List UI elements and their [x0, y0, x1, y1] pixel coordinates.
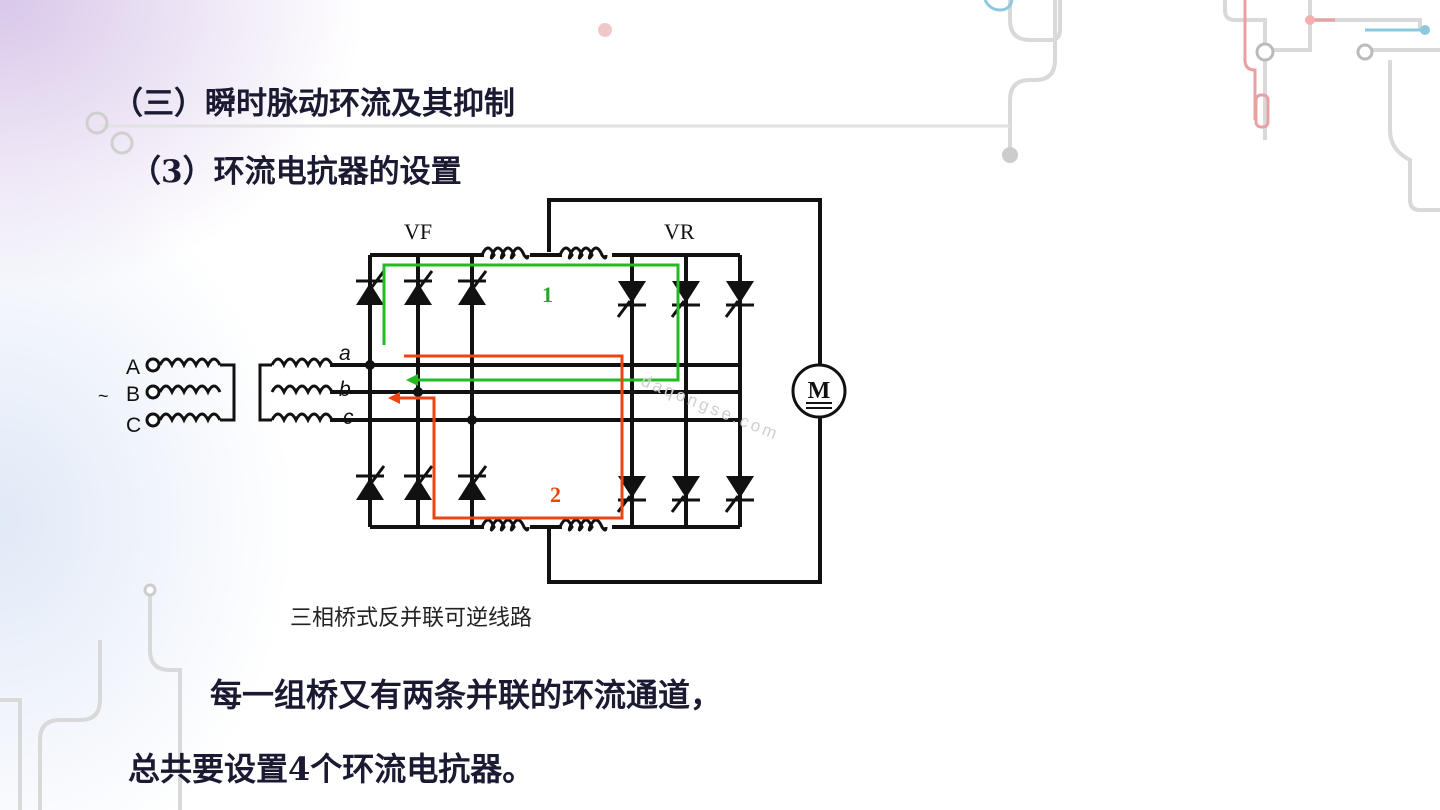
bus-label-c: c [343, 406, 354, 429]
phase-label-c: C [126, 414, 141, 437]
phase-label-b: B [126, 383, 140, 406]
path2-label: 2 [550, 482, 561, 507]
svg-text:M: M [808, 378, 831, 404]
circulating-path-2 [388, 354, 624, 520]
vr-label: VR [664, 219, 695, 244]
reactor-coil-top-left [480, 246, 530, 260]
body-text-line-1: 每一组桥又有两条并联的环流通道， [210, 676, 723, 714]
thyristor-vf-upper [354, 269, 488, 317]
bus-label-b: b [339, 378, 351, 401]
thyristor-vf-lower [354, 464, 488, 512]
phase-label-a: A [126, 356, 140, 379]
vf-label: VF [404, 219, 432, 244]
watermark: daqongse.com [639, 371, 783, 444]
diagram-caption: 三相桥式反并联可逆线路 [290, 606, 533, 631]
transformer [145, 357, 336, 428]
path1-label: 1 [542, 282, 553, 307]
thyristor-vr-lower [616, 464, 756, 514]
body-text-line-2: 总共要设置4个环流电抗器。 [128, 750, 535, 788]
slide-subtitle: （3）环流电抗器的设置 [130, 154, 462, 190]
reactor-coil-top-right [558, 246, 608, 260]
ac-source-symbol: ~ [98, 386, 109, 406]
reactor-coil-bottom-right [558, 518, 608, 532]
motor-symbol: M [791, 363, 847, 419]
reactor-coil-bottom-left [480, 518, 530, 532]
thyristor-vr-upper [616, 269, 756, 319]
circulating-path-1 [382, 263, 680, 386]
slide-title: （三）瞬时脉动环流及其抑制 [112, 86, 515, 122]
bus-label-a: a [339, 342, 351, 365]
